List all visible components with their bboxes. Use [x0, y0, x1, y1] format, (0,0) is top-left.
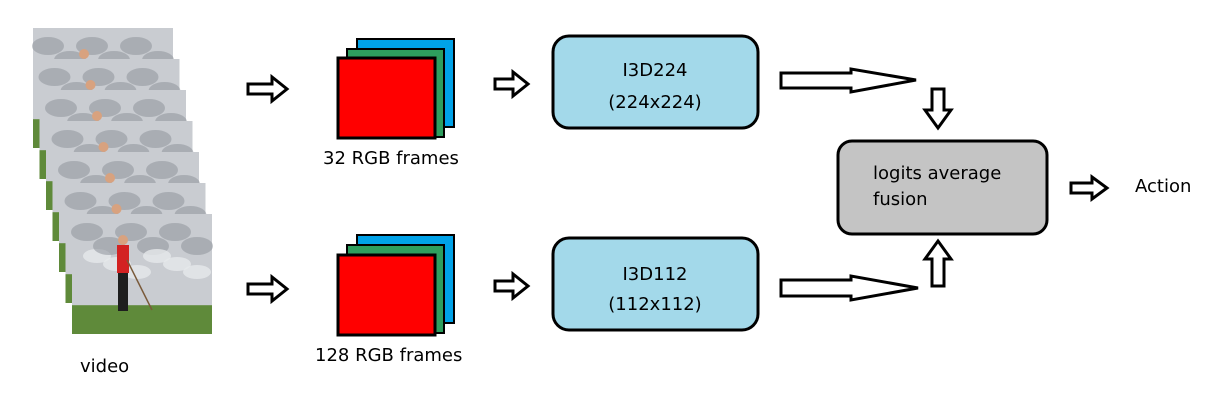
right-arrow-icon [1069, 174, 1110, 202]
video-frame [71, 214, 213, 334]
rgb-frame-stack-bottom [336, 234, 455, 337]
long-right-arrow-icon [779, 67, 917, 94]
frames-label-top: 32 RGB frames [323, 148, 459, 169]
fusion-box: logits average fusion [836, 139, 1049, 236]
frames-label-bottom: 128 RGB frames [315, 345, 463, 366]
right-arrow-icon [493, 68, 531, 100]
rgb-frame-stack-top [336, 38, 455, 140]
fusion-line-2: fusion [873, 189, 928, 210]
model-size-bottom: (112x112) [608, 294, 701, 315]
red-frame [336, 56, 437, 140]
model-name-bottom: I3D112 [623, 264, 688, 285]
up-arrow-icon [922, 238, 954, 288]
model-box-i3d112: I3D112 (112x112) [551, 236, 760, 332]
model-box-i3d224: I3D224 (224x224) [551, 34, 760, 130]
right-arrow-icon [246, 73, 290, 105]
fusion-line-1: logits average [873, 163, 1001, 184]
model-size-top: (224x224) [608, 92, 701, 113]
model-name-top: I3D224 [623, 60, 688, 81]
video-label: video [80, 356, 130, 377]
down-arrow-icon [922, 87, 954, 131]
red-frame [336, 253, 437, 337]
video-frame-stack [32, 28, 213, 334]
output-action-label: Action [1135, 176, 1192, 197]
right-arrow-icon [246, 273, 290, 305]
right-arrow-icon [493, 270, 531, 302]
long-right-arrow-icon [779, 274, 919, 302]
